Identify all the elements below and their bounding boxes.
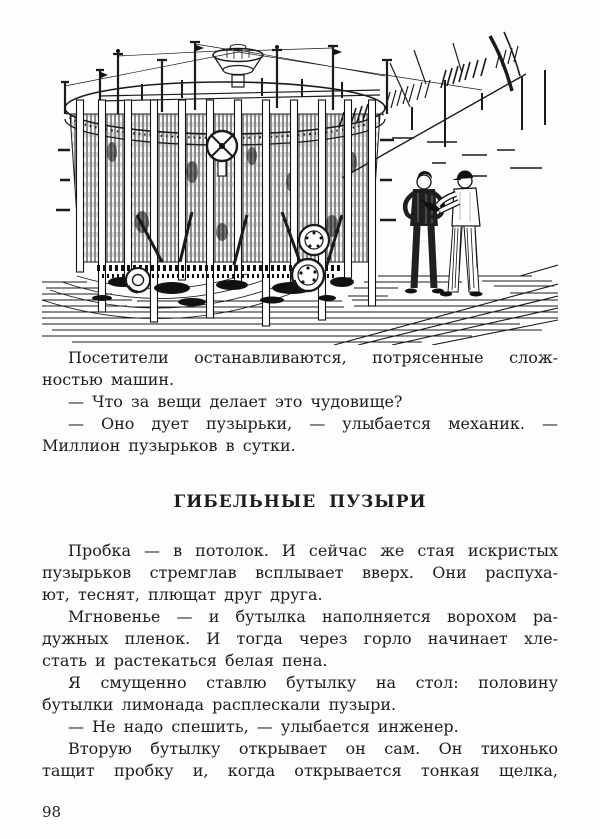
- machine-guy-wires: [64, 43, 483, 91]
- text-line: стать и растекаться белая пена.: [42, 651, 328, 670]
- text-line: дужных пленок. И тогда через горло начин…: [42, 629, 558, 648]
- text-line: Вторую бутылку открывает он сам. Он тихо…: [68, 739, 558, 758]
- text-line: тащит пробку и, когда открывается тонкая…: [42, 761, 558, 780]
- bottling-machine: [56, 40, 483, 327]
- factory-wall: [338, 31, 546, 179]
- text-line: Я смущенно ставлю бутылку на стол: полов…: [68, 673, 558, 692]
- worker-left: [402, 171, 446, 294]
- text-line: — Оно дует пузырьки, — улыбается механик…: [68, 414, 558, 433]
- worker-right-cap: [456, 170, 473, 179]
- text-line: Посетители останавливаются, потрясенные …: [68, 348, 558, 367]
- page-number: 98: [42, 803, 62, 821]
- text-line: ностью машин.: [42, 370, 175, 389]
- machine-side-pipes: [56, 138, 396, 222]
- text-line: Мгновенье — и бутылка наполняется ворохо…: [68, 607, 558, 626]
- worker-left-hair: [417, 171, 432, 180]
- text-line: Пробка — в потолок. И сейчас же стая иск…: [68, 541, 558, 560]
- text-line: ют, теснят, плющат друг друга.: [42, 585, 323, 604]
- worker-right-trousers: [447, 225, 480, 293]
- text-line: пузырьков стремглав всплывает вверх. Они…: [42, 563, 558, 582]
- worker-right: [419, 170, 483, 297]
- paragraph: — Что за вещи делает это чудовище?: [42, 391, 558, 413]
- machine-top-posts: [61, 40, 392, 114]
- machine-struts: [135, 211, 344, 266]
- text-line: — Что за вещи делает это чудовище?: [68, 392, 403, 411]
- paragraph: Вторую бутылку открывает он сам. Он тихо…: [42, 738, 558, 782]
- machine-handwheel: [205, 129, 239, 177]
- machine-wheels: [125, 257, 326, 294]
- paragraph: Посетители останавливаются, потрясенные …: [42, 347, 558, 391]
- text-line: бутылки лимонада расплескали пузыри.: [42, 695, 397, 714]
- bottle: [419, 198, 440, 212]
- paragraph: — Не надо спешить, — улыбается инженер.: [42, 716, 558, 738]
- text-line: — Не надо спешить, — улыбается инженер.: [68, 717, 459, 736]
- paragraph: Пробка — в потолок. И сейчас же стая иск…: [42, 540, 558, 606]
- paragraph: Мгновенье — и бутылка наполняется ворохо…: [42, 606, 558, 672]
- paragraph: — Оно дует пузырьки, — улыбается механик…: [42, 413, 558, 457]
- machine-pipes: [75, 99, 377, 327]
- paragraph: Я смущенно ставлю бутылку на стол: полов…: [42, 672, 558, 716]
- page-text: Посетители останавливаются, потрясенные …: [42, 347, 558, 782]
- machine-illustration: [42, 30, 558, 345]
- worker-right-shirt: [451, 187, 481, 227]
- machine-gear: [297, 223, 331, 257]
- machine-top-cap: [212, 44, 264, 88]
- section-heading: ГИБЕЛЬНЫЕ ПУЗЫРИ: [173, 492, 427, 512]
- text-line: Миллион пузырьков в сутки.: [42, 436, 296, 455]
